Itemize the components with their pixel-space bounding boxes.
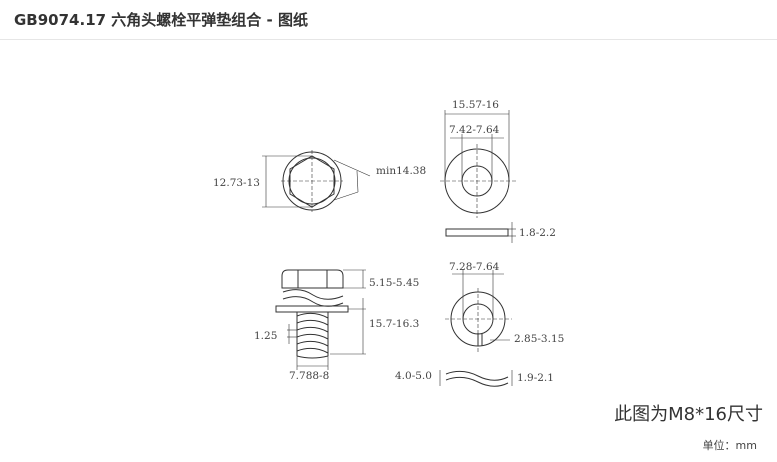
dim-hex-across-flats: 12.73-13 xyxy=(213,177,260,189)
dim-spring-washer-od: 15.7-16.3 xyxy=(369,318,419,330)
header: GB9074.17 六角头螺栓平弹垫组合 - 图纸 xyxy=(0,0,777,40)
page-title: GB9074.17 六角头螺栓平弹垫组合 - 图纸 xyxy=(14,11,308,29)
dim-spring-washer-section: 2.85-3.15 xyxy=(514,333,564,345)
flat-washer-side-view xyxy=(445,222,516,243)
bolt-assembly-side-view xyxy=(275,269,366,370)
technical-drawing: 12.73-13 min14.38 15.57-16 7.42-7.64 1.8… xyxy=(213,99,564,387)
dim-flat-washer-od: 15.57-16 xyxy=(452,99,499,111)
unit-label: 单位：mm xyxy=(702,439,757,452)
dim-head-height: 5.15-5.45 xyxy=(369,277,419,289)
dim-spring-washer-thk: 1.9-2.1 xyxy=(517,372,554,384)
flat-washer-top-view xyxy=(440,110,516,218)
size-caption: 此图为M8*16尺寸 xyxy=(614,404,763,425)
dim-thread-pitch: 1.25 xyxy=(254,330,277,342)
dim-hex-across-corners: min14.38 xyxy=(376,165,426,177)
dim-flat-washer-thk: 1.8-2.2 xyxy=(519,227,556,239)
dim-spring-washer-id: 7.28-7.64 xyxy=(449,261,500,273)
spring-washer-top-view xyxy=(445,270,512,352)
dim-flat-washer-id: 7.42-7.64 xyxy=(449,124,500,136)
dim-spring-washer-free-height: 4.0-5.0 xyxy=(395,370,432,382)
spring-washer-side-view xyxy=(439,370,513,387)
hex-head-top-view xyxy=(262,150,371,212)
dim-thread-dia: 7.788-8 xyxy=(289,370,329,382)
